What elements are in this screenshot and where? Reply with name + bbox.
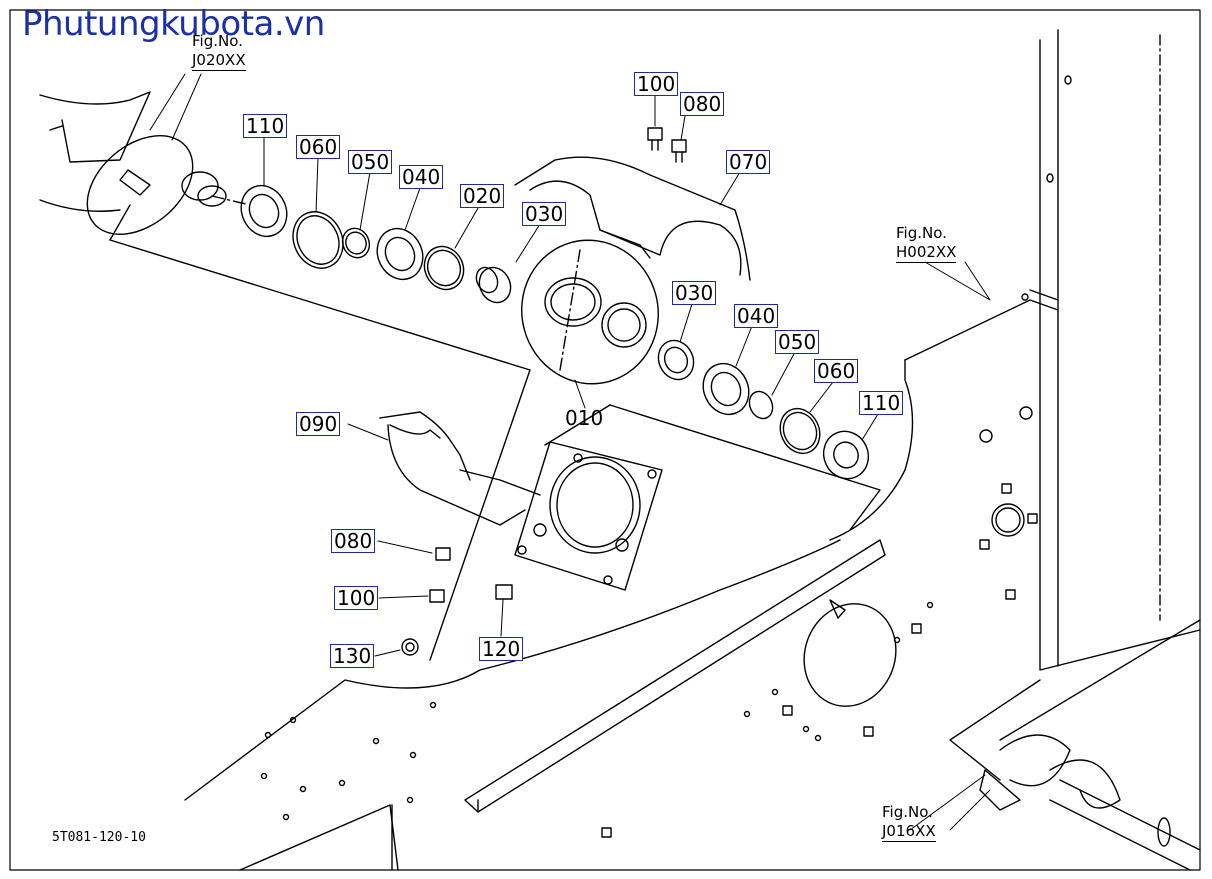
bearing-housing <box>521 239 659 385</box>
flange-plate <box>514 441 663 591</box>
callout-050-right[interactable]: 050 <box>775 330 820 354</box>
base-plate <box>184 539 1201 871</box>
figure-ref-code: J016XX <box>882 822 936 842</box>
callout-070[interactable]: 070 <box>726 150 771 174</box>
callout-030-left[interactable]: 030 <box>522 202 567 226</box>
figure-ref-label: Fig.No. <box>896 224 947 242</box>
callout-060-left[interactable]: 060 <box>296 135 341 159</box>
auger-left <box>39 91 227 235</box>
angle-bar <box>464 539 886 813</box>
cover-070 <box>514 156 751 281</box>
callout-110-right[interactable]: 110 <box>859 391 904 415</box>
callout-040-left[interactable]: 040 <box>399 165 444 189</box>
document-number: 5T081-120-10 <box>52 830 146 845</box>
callout-130[interactable]: 130 <box>330 644 375 668</box>
callout-030-right[interactable]: 030 <box>672 281 717 305</box>
figure-ref-j016xx[interactable]: Fig.No. J016XX <box>882 803 936 842</box>
callout-090[interactable]: 090 <box>296 412 341 436</box>
housing-panel <box>601 29 1201 838</box>
right-parts <box>657 339 870 480</box>
auger-right <box>803 599 1201 871</box>
leader-lines <box>149 73 991 831</box>
figure-ref-code: J020XX <box>192 51 246 71</box>
callout-010[interactable]: 010 <box>565 406 604 430</box>
figure-ref-label: Fig.No. <box>882 803 933 821</box>
callout-040-right[interactable]: 040 <box>734 304 779 328</box>
callout-100-top[interactable]: 100 <box>634 72 679 96</box>
figure-ref-j020xx[interactable]: Fig.No. J020XX <box>192 32 246 71</box>
section-outline <box>109 204 881 661</box>
figure-ref-h002xx[interactable]: Fig.No. H002XX <box>896 224 957 263</box>
watermark-text: Phutungkubota.vn <box>22 4 325 44</box>
callout-020[interactable]: 020 <box>460 184 505 208</box>
callout-060-right[interactable]: 060 <box>814 359 859 383</box>
page-border <box>9 9 1201 871</box>
figure-ref-label: Fig.No. <box>192 32 243 50</box>
figure-ref-code: H002XX <box>896 243 957 263</box>
callout-080-bottom[interactable]: 080 <box>331 529 376 553</box>
callout-110-left[interactable]: 110 <box>243 114 288 138</box>
callout-080-top[interactable]: 080 <box>680 92 725 116</box>
fasteners <box>401 127 687 656</box>
callout-050-left[interactable]: 050 <box>348 150 393 174</box>
cover-090 <box>379 411 541 526</box>
left-parts <box>211 184 512 304</box>
callout-100-bottom[interactable]: 100 <box>334 586 379 610</box>
callout-120[interactable]: 120 <box>479 637 524 661</box>
